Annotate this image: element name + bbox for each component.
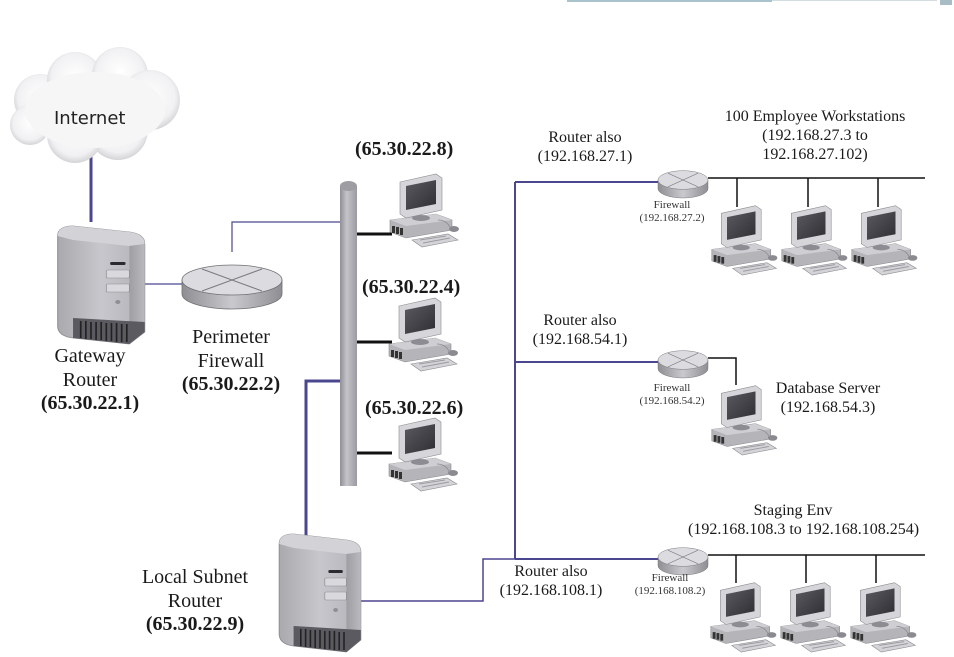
top-edge-bar <box>567 0 772 2</box>
subnet1-range-line-2: 192.168.27.102) <box>762 145 868 163</box>
subnet1-router-ip: (192.168.27.1) <box>537 147 633 165</box>
perimeter-firewall-line-2: Firewall <box>197 349 265 372</box>
dmz-host-1-icon <box>389 173 460 248</box>
cloud-icon <box>10 47 180 163</box>
gateway-router-line-2: Router <box>62 368 118 391</box>
subnet3-firewall-icon <box>657 547 709 576</box>
subnet3-firewall-ip: (192.168.108.2) <box>634 584 706 597</box>
gateway-router-icon <box>56 225 146 345</box>
subnet3-firewall-label: Firewall (192.168.108.2) <box>616 572 724 598</box>
subnet2-link <box>708 357 737 385</box>
link-local-router-trunk <box>352 558 515 602</box>
dmz-host-2-icon <box>388 297 459 372</box>
workstation-icon <box>851 205 918 276</box>
subnet2-firewall-text: Firewall <box>653 382 691 394</box>
local-subnet-router-label: Local Subnet Router (65.30.22.9) <box>110 566 280 637</box>
local-subnet-router-line-2: Router <box>167 589 223 612</box>
subnet3-range-line-1: (192.168.108.3 to 192.168.108.254) <box>688 520 920 538</box>
subnet1-firewall-icon <box>657 170 709 199</box>
subnet2-range-line-1: (192.168.54.3) <box>780 398 876 416</box>
gateway-router-line-1: Gateway <box>54 345 126 367</box>
subnet2-firewall-ip: (192.168.54.2) <box>639 394 705 407</box>
subnet1-range-line-1: (192.168.27.3 to <box>762 126 868 144</box>
link-firewall-backbone <box>231 221 345 252</box>
subnet1-group-title: 100 Employee Workstations <box>724 108 906 125</box>
dmz-host-3-icon <box>388 417 459 492</box>
subnet2-group-title: Database Server <box>775 380 881 397</box>
local-subnet-router-line-1: Local Subnet <box>141 566 249 588</box>
subnet2-group-label: Database Server (192.168.54.3) <box>758 380 898 418</box>
subnet1-group-label: 100 Employee Workstations (192.168.27.3 … <box>700 108 930 165</box>
subnet1-router-text: Router also <box>548 129 622 146</box>
local-subnet-router-icon <box>278 533 362 653</box>
link-backbone-local-router <box>304 379 345 565</box>
subnet3-router-ip: (192.168.108.1) <box>499 581 603 599</box>
subnet3-group-title: Staging Env <box>753 502 833 519</box>
perimeter-firewall-label: Perimeter Firewall (65.30.22.2) <box>168 326 294 397</box>
subnet2-router-text: Router also <box>543 312 617 329</box>
subnet2-router-ip: (192.168.54.1) <box>532 330 628 348</box>
backbone-pole <box>340 181 357 486</box>
perimeter-firewall-ip: (65.30.22.2) <box>181 373 281 396</box>
dmz-host-2-ip: (65.30.22.4) <box>362 276 461 298</box>
workstation-icon <box>781 205 848 276</box>
dmz-host-3-ip: (65.30.22.6) <box>365 397 464 419</box>
staging-host-icon <box>850 582 917 653</box>
subnet1-firewall-label: Firewall (192.168.27.2) <box>622 199 722 225</box>
subnet1-router-label: Router also (192.168.27.1) <box>520 129 650 167</box>
staging-host-icon <box>780 582 847 653</box>
dmz-host-1-ip: (65.30.22.8) <box>355 138 454 160</box>
subnet2-firewall-icon <box>657 350 709 379</box>
subnet3-group-label: Staging Env (192.168.108.3 to 192.168.10… <box>688 502 954 540</box>
perimeter-firewall-line-1: Perimeter <box>192 326 270 348</box>
subnet3-firewall-text: Firewall <box>651 572 689 584</box>
subnet3-router-label: Router also (192.168.108.1) <box>486 563 616 601</box>
gateway-router-ip: (65.30.22.1) <box>40 392 140 415</box>
subnet1-firewall-ip: (192.168.27.2) <box>639 211 705 224</box>
gateway-router-label: Gateway Router (65.30.22.1) <box>30 345 150 416</box>
subnet2-firewall-label: Firewall (192.168.54.2) <box>622 382 722 408</box>
top-edge-line <box>772 0 937 1</box>
corner-marker <box>940 0 952 5</box>
subnet1-firewall-text: Firewall <box>653 199 691 211</box>
subnet3-router-text: Router also <box>514 563 588 580</box>
local-subnet-router-ip: (65.30.22.9) <box>145 613 245 636</box>
internet-label: Internet <box>54 108 126 129</box>
perimeter-firewall-icon <box>181 264 283 310</box>
subnet2-router-label: Router also (192.168.54.1) <box>515 312 645 350</box>
